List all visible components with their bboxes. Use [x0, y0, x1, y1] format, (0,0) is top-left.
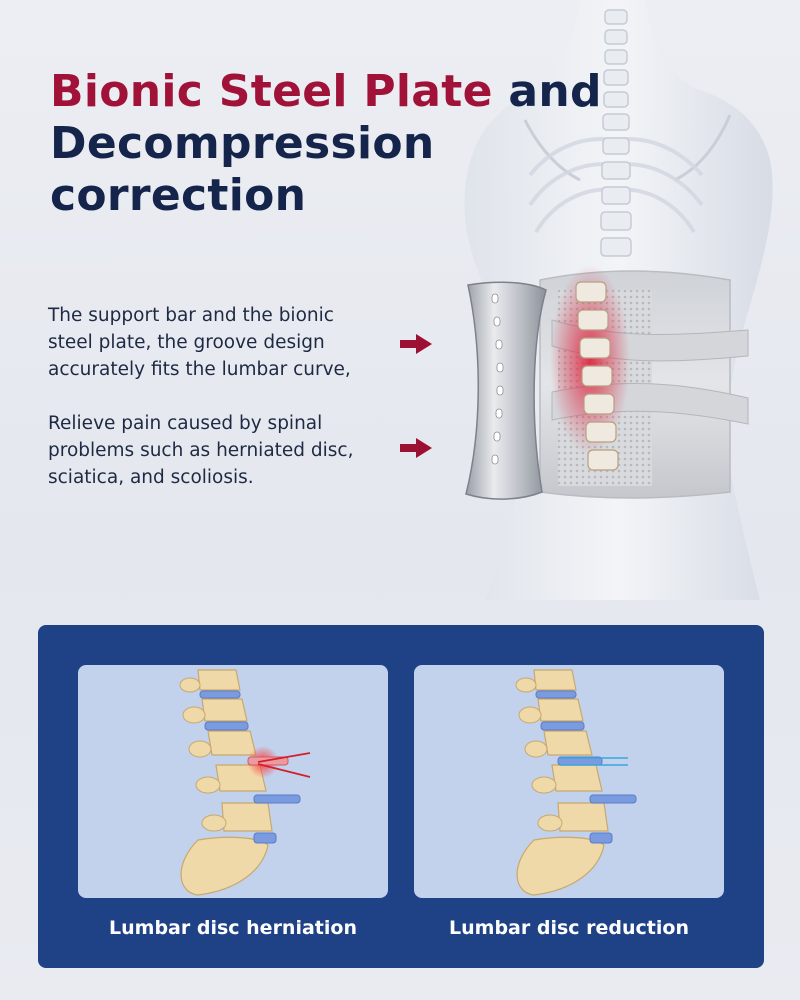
feature-support-bar: The support bar and the bionic steel pla… [48, 302, 393, 383]
feature-pain-relief: Relieve pain caused by spinal problems s… [48, 410, 393, 491]
reduction-illustration [414, 665, 724, 898]
page-title: Bionic Steel Plate and Decompression cor… [50, 66, 690, 222]
right-arrow-icon [400, 334, 432, 354]
feature-line: problems such as herniated disc, [48, 440, 354, 461]
title-line-1-rest: and [508, 66, 602, 117]
feature-line: steel plate, the groove design [48, 332, 325, 353]
feature-line: The support bar and the bionic [48, 305, 334, 326]
comparison-panel: Lumbar disc herniation Lumbar disc reduc… [38, 625, 764, 968]
reduction-caption: Lumbar disc reduction [449, 917, 689, 939]
back-brace-figure [464, 0, 773, 600]
title-accent: Bionic Steel Plate [50, 66, 493, 117]
title-line-2: Decompression correction [50, 118, 435, 221]
lumbar-spine-illustration [515, 669, 637, 896]
herniation-illustration [78, 665, 388, 898]
feature-line: Relieve pain caused by spinal [48, 413, 323, 434]
feature-line: accurately fits the lumbar curve, [48, 359, 351, 380]
right-arrow-icon [400, 438, 432, 458]
herniation-caption: Lumbar disc herniation [109, 917, 357, 939]
feature-line: sciatica, and scoliosis. [48, 467, 254, 488]
lumbar-spine-illustration [179, 669, 311, 896]
title-line-1: Bionic Steel Plate and [50, 66, 690, 118]
